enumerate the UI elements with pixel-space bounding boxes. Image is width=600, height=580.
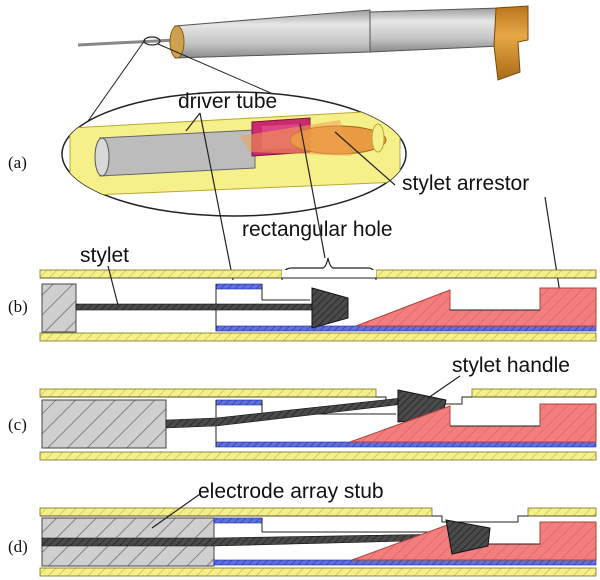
panel-label-d: (d)	[8, 537, 28, 556]
panel-label-a: (a)	[8, 153, 27, 172]
panel-a-3d-view	[61, 5, 529, 217]
label-stylet-handle: stylet handle	[452, 354, 570, 377]
panel-c	[39, 388, 597, 461]
panel-label-b: (b)	[8, 297, 28, 316]
panel-d	[39, 507, 597, 577]
label-stylet: stylet	[80, 244, 129, 267]
label-electrode-array-stub: electrode array stub	[198, 480, 384, 503]
panel-label-c: (c)	[8, 415, 27, 434]
panel-b	[39, 269, 597, 342]
label-driver-tube: driver tube	[178, 90, 277, 113]
label-rectangular-hole: rectangular hole	[242, 218, 393, 241]
label-stylet-arrestor: stylet arrestor	[402, 172, 529, 195]
rectangular-hole-brace	[281, 257, 377, 281]
